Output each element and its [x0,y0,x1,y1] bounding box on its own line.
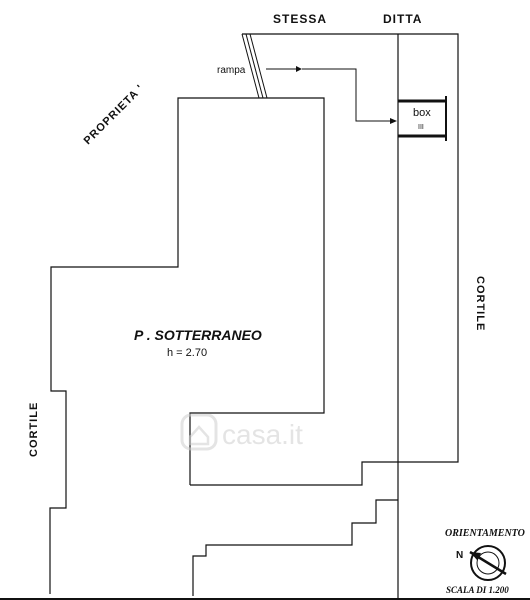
ramp-line [245,33,264,99]
label-cortile-right: CORTILE [474,276,486,331]
watermark-text: casa.it [222,419,303,450]
label-cortile-left: CORTILE [28,402,40,457]
label-proprieta: PROPRIETA ' [82,82,147,147]
ramp-line [241,33,260,99]
stepped-boundary [192,499,398,596]
access-path [302,68,392,122]
north-label: N [456,550,463,561]
orientation-title: ORIENTAMENTO [445,528,525,539]
room-name: P . SOTTERRANEO [134,327,262,343]
compass-icon [469,545,507,581]
label-ditta: DITTA [383,12,422,26]
watermark-logo-icon [180,413,218,451]
ramp-arrowhead [296,66,302,72]
label-rampa: rampa [217,65,246,76]
label-box-number: III [418,124,424,131]
watermark-house-icon [188,425,210,446]
scale-label: SCALA DI 1.200 [446,585,509,595]
label-box: box [413,107,431,119]
basement-outline-left [49,97,259,594]
room-height: h = 2.70 [167,347,207,359]
ramp-line [249,33,268,99]
watermark: casa.it [180,413,303,451]
access-arrowhead [390,118,397,124]
label-stessa: STESSA [273,12,327,26]
property-boundary [190,33,459,486]
